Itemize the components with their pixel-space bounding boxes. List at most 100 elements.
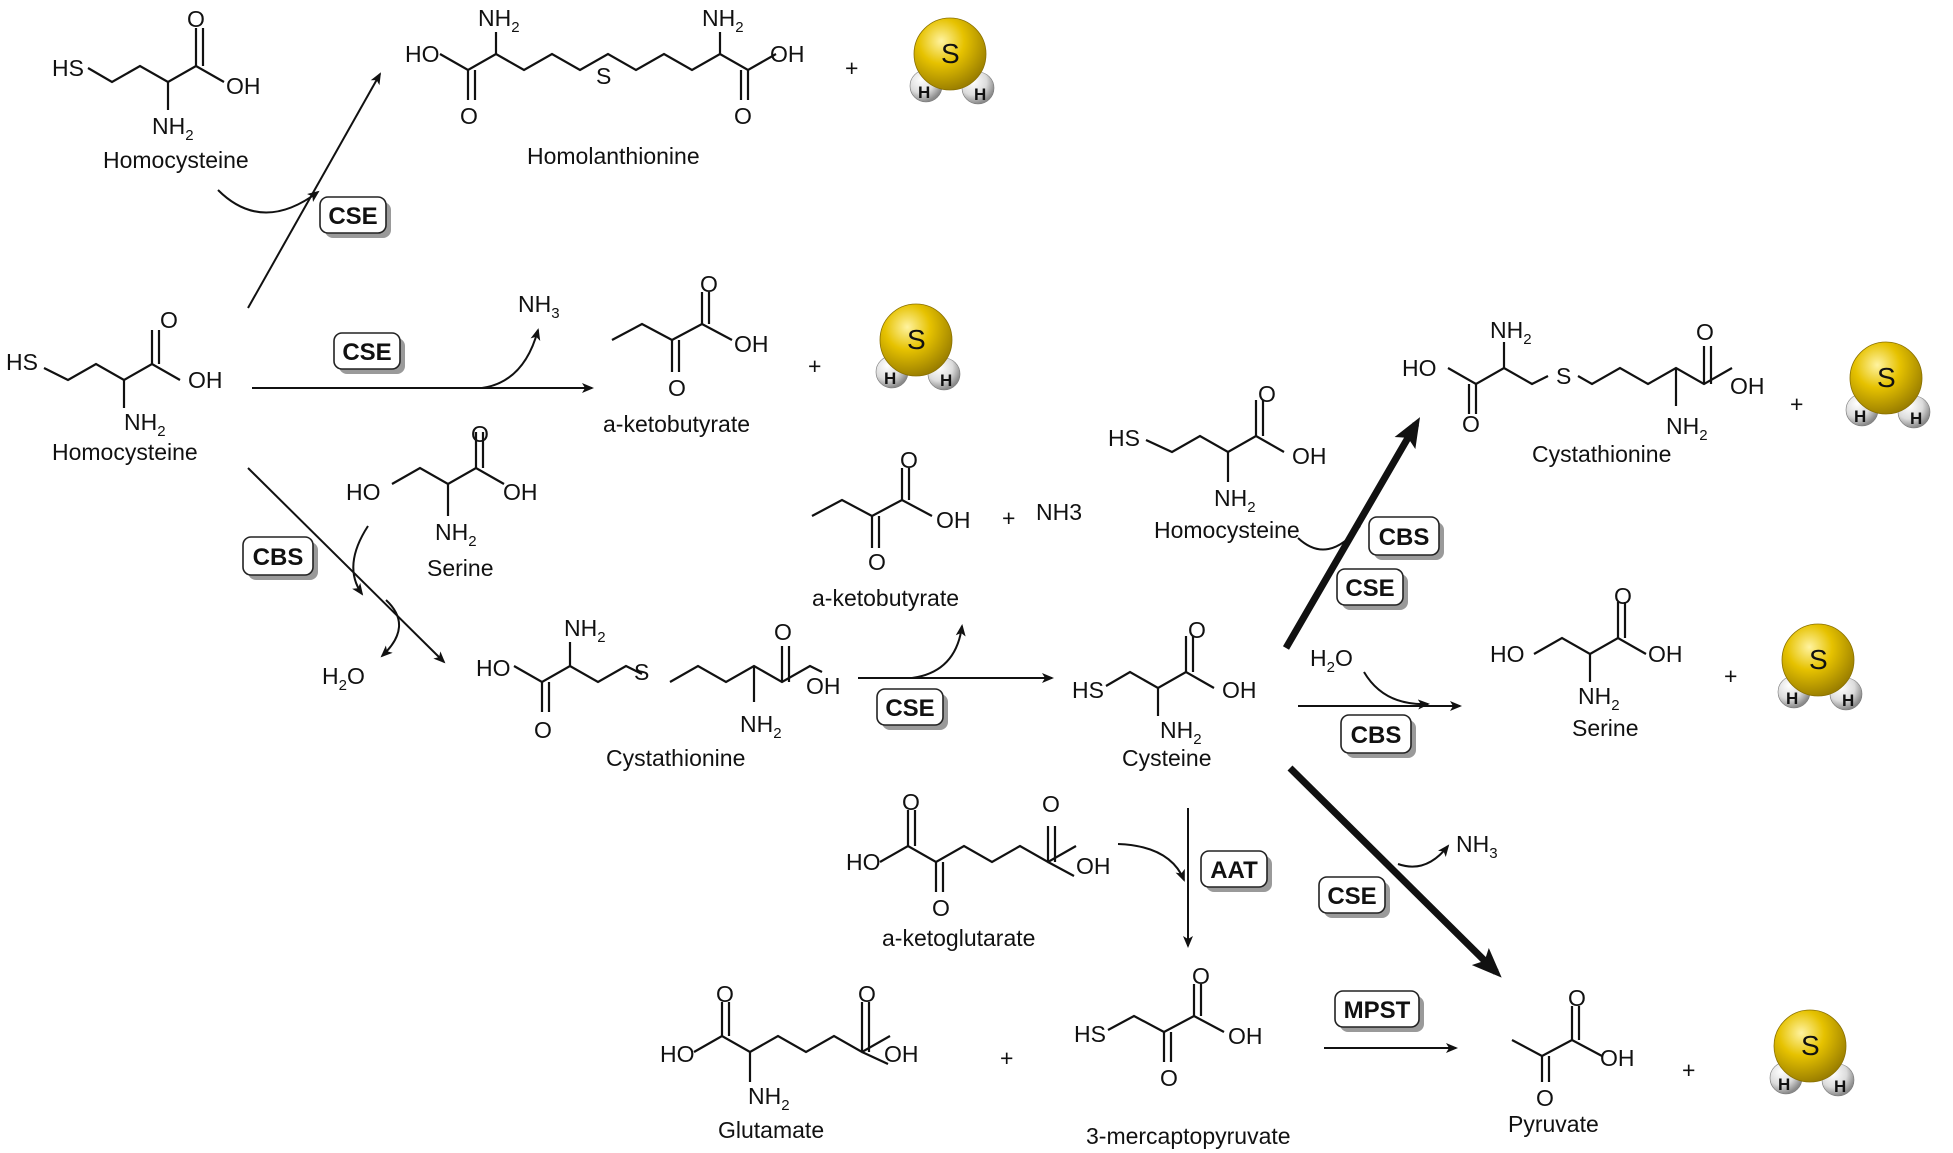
ketobutyrate-label-mid: a-ketobutyrate	[812, 585, 959, 611]
mercaptopyruvate-label: 3-mercaptopyruvate	[1086, 1123, 1291, 1149]
svg-text:S: S	[1801, 1030, 1820, 1061]
pyruvate-structure: O OH O	[1511, 985, 1635, 1111]
enzyme-cse-label: CSE	[885, 695, 934, 722]
plus-sign: +	[1000, 1045, 1013, 1071]
atom-nh2: NH2	[564, 615, 606, 646]
enzyme-cse-2: CSE	[333, 332, 405, 374]
atom-s: S	[1556, 363, 1571, 389]
svg-text:H: H	[1778, 1075, 1790, 1094]
atom-o: O	[1536, 1085, 1554, 1111]
serine-left-structure: HO O OH NH2	[346, 421, 538, 550]
atom-o: O	[1188, 617, 1206, 643]
atom-o: O	[1042, 791, 1060, 817]
enzyme-cbs-label: CBS	[1379, 524, 1430, 551]
enzyme-cse-1: CSE	[319, 196, 391, 238]
atom-sh: HS	[1108, 425, 1140, 451]
atom-o: O	[534, 717, 552, 743]
enzyme-cbs-label: CBS	[253, 544, 304, 571]
atom-o: O	[1258, 381, 1276, 407]
enzyme-aat-label: AAT	[1210, 857, 1258, 884]
plus-sign: +	[1682, 1057, 1695, 1083]
cystathionine-center-structure: HO O NH2 S O OH NH2	[476, 615, 841, 743]
atom-oh: OH	[1228, 1023, 1263, 1049]
enzyme-cse-4: CSE	[1336, 568, 1408, 610]
atom-oh: OH	[806, 673, 841, 699]
homocysteine-label-top: Homocysteine	[103, 147, 249, 173]
atom-oh: OH	[503, 479, 538, 505]
atom-o: O	[932, 895, 950, 921]
atom-nh2: NH2	[1578, 683, 1620, 714]
atom-nh2: NH2	[152, 113, 194, 144]
atom-o: O	[900, 447, 918, 473]
atom-o: O	[1462, 411, 1480, 437]
cystathionine-label-center: Cystathionine	[606, 745, 745, 771]
enzyme-cbs-2: CBS	[1368, 516, 1444, 560]
atom-oh: OH	[770, 41, 805, 67]
atom-o: O	[471, 421, 489, 447]
atom-oh: OH	[884, 1041, 919, 1067]
atom-oh: OH	[734, 331, 769, 357]
ammonia-right: NH3	[1456, 831, 1498, 862]
atom-oh: OH	[936, 507, 971, 533]
h2s-model-1: S H H	[909, 17, 995, 105]
atom-oh: OH	[1222, 677, 1257, 703]
svg-text:S: S	[1809, 644, 1828, 675]
arrow-nh3-out-top	[481, 328, 541, 389]
homocysteine-right-structure: HS O OH NH2	[1108, 381, 1327, 516]
atom-nh2: NH2	[1160, 717, 1202, 748]
atom-ho: HO	[660, 1041, 695, 1067]
cysteine-label: Cysteine	[1122, 745, 1211, 771]
atom-nh2: NH2	[1214, 485, 1256, 516]
atom-oh: OH	[1730, 373, 1765, 399]
atom-nh2: NH2	[435, 519, 477, 550]
mercaptopyruvate-structure: HS O OH O	[1074, 963, 1263, 1091]
arrow-to-cystathionine	[247, 467, 446, 664]
atom-s: S	[596, 63, 611, 89]
enzyme-cse-5: CSE	[1318, 876, 1390, 918]
atom-o: O	[700, 271, 718, 297]
homocysteine-mid-structure: HS O OH NH2	[6, 307, 223, 440]
cystathionine-right-structure: HO O NH2 S O OH NH2	[1402, 317, 1765, 444]
atom-nh2: NH2	[748, 1083, 790, 1114]
h2s-model-5: S H H	[1769, 1009, 1855, 1097]
atom-oh: OH	[1648, 641, 1683, 667]
arrow-ketobutyrate-out	[911, 624, 966, 679]
atom-sh: HS	[1074, 1021, 1106, 1047]
homocysteine-top-structure: HS O OH NH2	[52, 6, 261, 144]
glutamate-structure: HO O O OH NH2	[660, 981, 919, 1114]
arrow-ketoglutarate-in	[1117, 843, 1185, 882]
water-right: H2O	[1310, 645, 1353, 676]
enzyme-cbs-1: CBS	[242, 536, 318, 580]
ammonia-top: NH3	[518, 291, 560, 322]
enzyme-mpst: MPST	[1334, 990, 1424, 1032]
svg-text:H: H	[1910, 409, 1922, 428]
atom-ho: HO	[846, 849, 881, 875]
ketobutyrate-label-upper: a-ketobutyrate	[603, 411, 750, 437]
svg-text:H: H	[918, 83, 930, 102]
cysteine-structure: HS O OH NH2	[1072, 617, 1257, 748]
arrow-water-out-left	[380, 599, 401, 658]
homolanthionine-structure: HO O NH2 S NH2 O OH	[405, 5, 805, 129]
atom-o: O	[1696, 319, 1714, 345]
svg-text:S: S	[1877, 362, 1896, 393]
enzyme-cbs-label: CBS	[1351, 722, 1402, 749]
atom-o: O	[716, 981, 734, 1007]
pyruvate-label: Pyruvate	[1508, 1111, 1599, 1137]
svg-text:H: H	[974, 85, 986, 104]
atom-s: S	[634, 659, 649, 685]
atom-o: O	[1568, 985, 1586, 1011]
arrow-serine-in	[352, 525, 369, 596]
cystathionine-label-right: Cystathionine	[1532, 441, 1671, 467]
arrow-homocysteine-in	[217, 189, 320, 214]
atom-o: O	[1160, 1065, 1178, 1091]
atom-nh2: NH2	[1490, 317, 1532, 348]
svg-text:H: H	[1854, 407, 1866, 426]
homocysteine-label-right: Homocysteine	[1154, 517, 1300, 543]
arrow-nh3-out-right	[1397, 844, 1450, 868]
atom-o: O	[858, 981, 876, 1007]
enzyme-cse-label: CSE	[328, 203, 377, 230]
homocysteine-label-mid: Homocysteine	[52, 439, 198, 465]
enzyme-aat: AAT	[1200, 850, 1272, 892]
h2s-model-4: S H H	[1777, 623, 1863, 711]
homolanthionine-label: Homolanthionine	[527, 143, 700, 169]
